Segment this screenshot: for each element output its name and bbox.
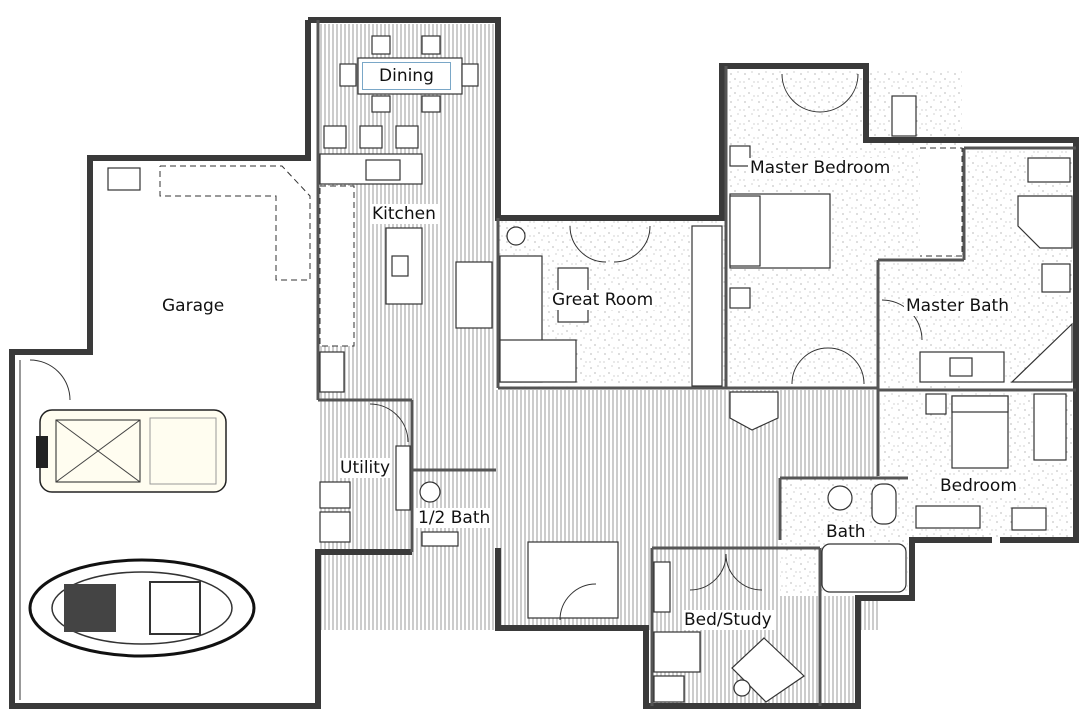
room-label-kitchen: Kitchen — [370, 204, 438, 224]
truck-icon — [36, 409, 227, 493]
master-bath-floor — [878, 148, 1074, 384]
bedroom-furniture — [915, 393, 1067, 531]
master-bedroom-furniture — [729, 73, 963, 385]
study-fixtures — [527, 391, 805, 703]
room-label-great-room: Great Room — [550, 290, 656, 310]
room-label-master-bath: Master Bath — [904, 296, 1011, 316]
master-bath-fixtures — [881, 157, 1073, 383]
room-label-bedroom: Bedroom — [938, 476, 1019, 496]
utility-fixtures — [319, 403, 459, 547]
room-label-master-bedroom: Master Bedroom — [748, 158, 893, 178]
bath-fixtures — [821, 483, 907, 593]
room-label-utility: Utility — [338, 458, 393, 478]
room-label-dining: Dining — [362, 62, 451, 90]
great-room-furniture — [499, 225, 723, 387]
room-label-half-bath: 1/2 Bath — [416, 508, 493, 528]
room-label-bed-study: Bed/Study — [682, 610, 774, 630]
car-icon — [28, 558, 256, 658]
garage-fixtures — [19, 165, 311, 700]
kitchen-fixtures — [319, 153, 493, 393]
room-label-garage: Garage — [160, 296, 227, 316]
walls — [9, 17, 1079, 709]
room-label-bath: Bath — [824, 522, 868, 542]
